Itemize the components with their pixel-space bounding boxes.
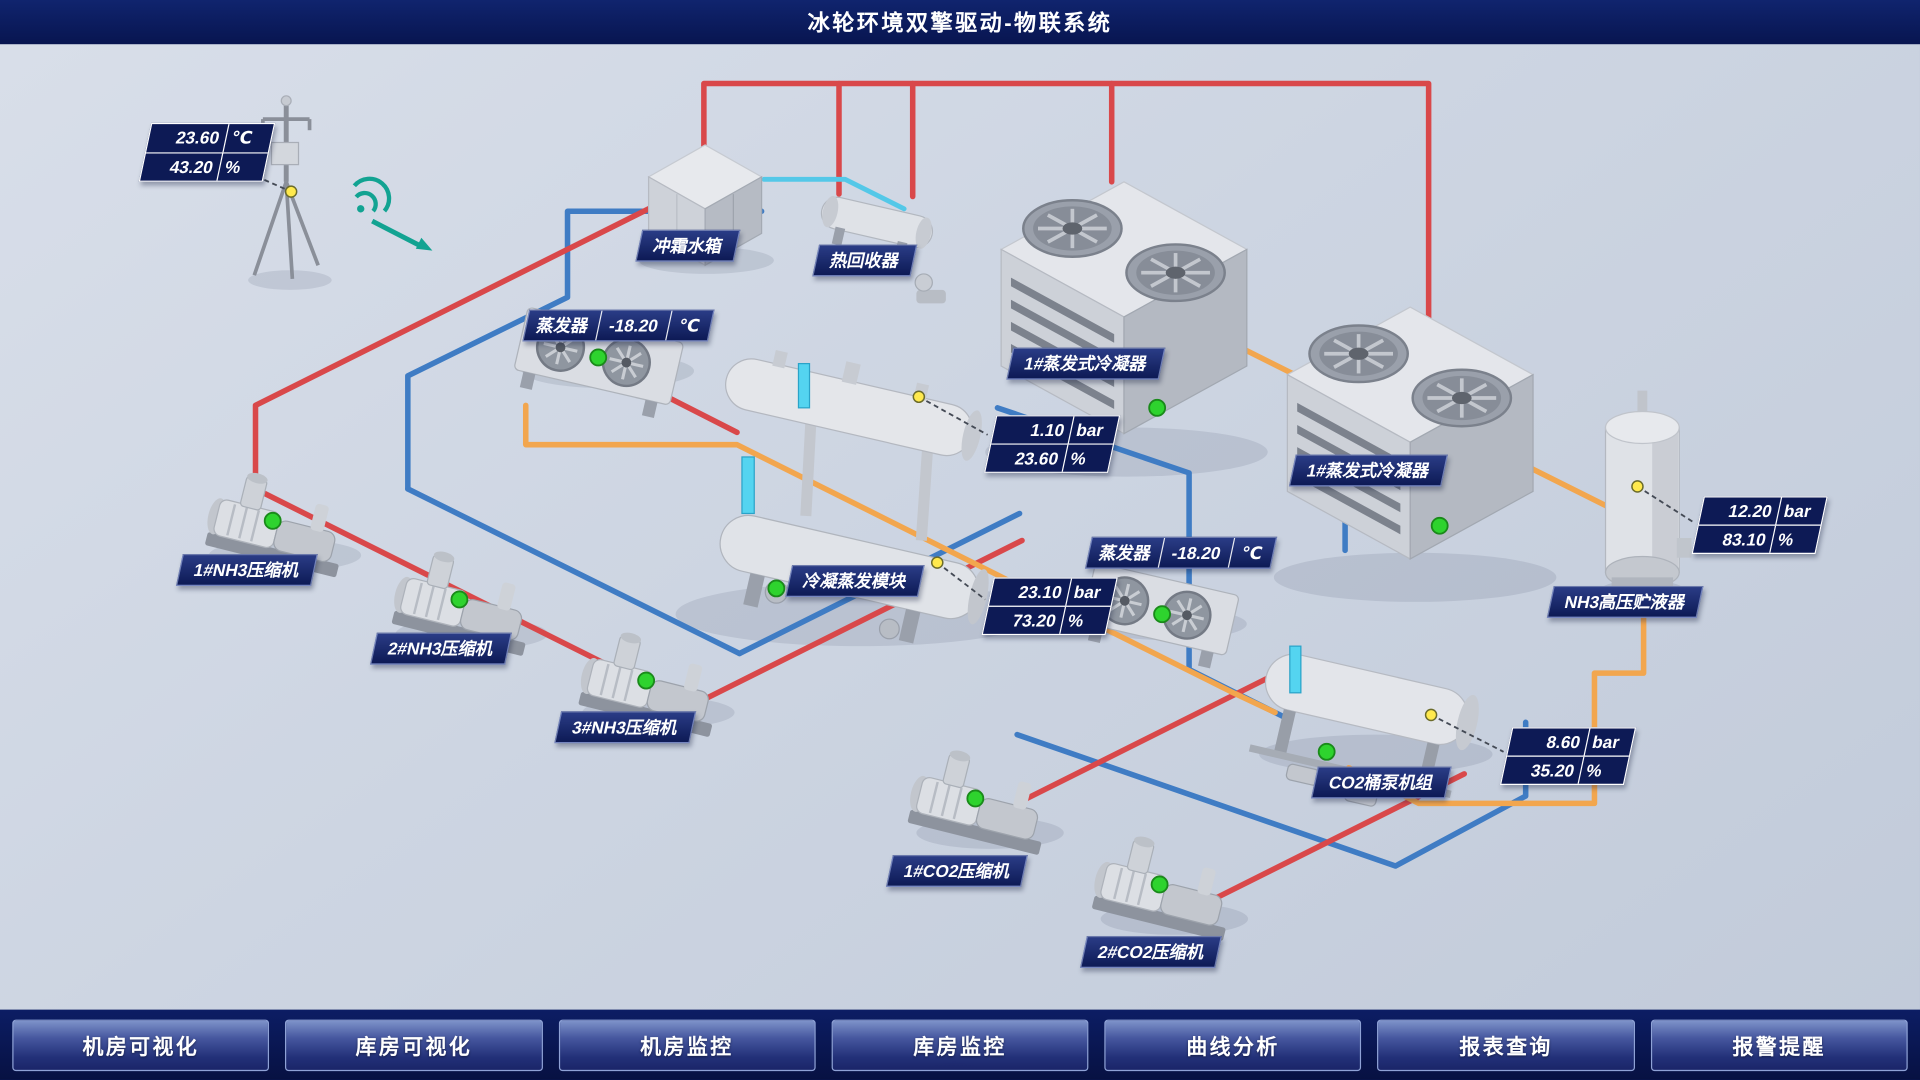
plant-scene: 冲霜水箱 热回收器 蒸发器 -18.20 ℃ 1#蒸发式冷凝器 1#蒸发式冷凝器…: [0, 44, 1920, 1010]
label-nh3-compressor-3: 3#NH3压缩机: [554, 711, 696, 744]
nav-warehouse-monitor[interactable]: 库房监控: [831, 1018, 1089, 1071]
nav-machine-room-monitor[interactable]: 机房监控: [558, 1018, 816, 1071]
label-cond-evap-module: 冷凝蒸发模块: [785, 565, 925, 598]
readout-weather: 23.60℃ 43.20%: [138, 122, 276, 182]
label-defrost-tank: 冲霜水箱: [635, 229, 741, 262]
label-condenser-2: 1#蒸发式冷凝器: [1288, 454, 1448, 487]
nav-curve-analysis[interactable]: 曲线分析: [1104, 1018, 1362, 1071]
label-nh3-compressor-2: 2#NH3压缩机: [370, 632, 512, 665]
label-nh3-receiver: NH3高压贮液器: [1546, 585, 1704, 618]
label-condenser-1: 1#蒸发式冷凝器: [1006, 347, 1165, 380]
label-heat-recovery: 热回收器: [812, 244, 918, 277]
label-evaporator-2: 蒸发器 -18.20 ℃: [1084, 536, 1277, 569]
pipes-cyan: [761, 176, 907, 212]
page-title: 冰轮环境双擎驱动-物联系统: [807, 11, 1113, 36]
label-co2-compressor-2: 2#CO2压缩机: [1080, 936, 1223, 968]
nh3-receiver: [1604, 390, 1692, 595]
nav-report-query[interactable]: 报表查询: [1377, 1018, 1635, 1071]
small-pump: [914, 273, 946, 304]
nav-machine-room-visualization[interactable]: 机房可视化: [12, 1018, 270, 1071]
label-evaporator-1: 蒸发器 -18.20 ℃: [522, 309, 715, 342]
heat-recovery-vessel: [820, 195, 934, 261]
label-co2-pump-unit: CO2桶泵机组: [1310, 766, 1452, 799]
sensor-dots: [284, 185, 1644, 722]
label-nh3-compressor-1: 1#NH3压缩机: [175, 554, 318, 586]
signal-arrow-icon: [371, 218, 433, 251]
label-co2-compressor-1: 1#CO2压缩机: [885, 854, 1029, 887]
status-dots: [263, 348, 1449, 894]
nav-alarm-reminder[interactable]: 报警提醒: [1650, 1018, 1908, 1071]
evaporative-condenser-1: [1001, 182, 1247, 434]
evaporative-condenser-2: [1287, 307, 1533, 559]
wifi-icon: [352, 176, 392, 213]
bottom-nav: 机房可视化 库房可视化 机房监控 库房监控 曲线分析 报表查询 报警提醒: [0, 1009, 1920, 1080]
title-bar: 冰轮环境双擎驱动-物联系统: [0, 0, 1920, 45]
nav-warehouse-visualization[interactable]: 库房可视化: [285, 1018, 543, 1071]
